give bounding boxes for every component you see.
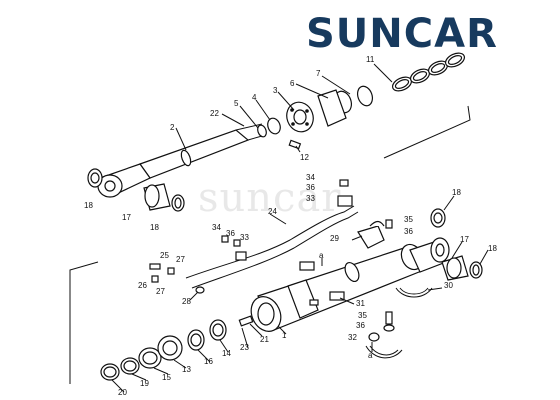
callout-6: 6 [290,79,295,88]
callout-32: 32 [348,333,357,342]
piston-assembly [286,85,374,133]
callout-7: 7 [316,69,321,78]
callout-35-lower: 35 [358,311,367,320]
callout-1: 1 [282,331,287,340]
u-bolt-clamps [365,287,433,359]
callout-25: 25 [160,251,169,260]
callout-22: 22 [210,109,219,118]
callout-18-upper: 18 [150,223,159,232]
callout-16: 16 [204,357,213,366]
seal-kit-lower [100,315,254,381]
callout-12: 12 [300,153,309,162]
callout-4: 4 [252,93,257,102]
small-fasteners [149,179,393,306]
subassembly-bracket-lines [69,105,471,384]
callout-3: 3 [273,86,278,95]
callout-27-upper: 27 [176,255,185,264]
callout-21: 21 [260,335,269,344]
cylinder-tube [250,237,450,332]
callout-34-left: 34 [212,223,221,232]
watermark-text: suncar [198,175,342,221]
callout-2: 2 [170,123,175,132]
callout-36-right: 36 [404,227,413,236]
callout-15: 15 [162,373,171,382]
callout-18-upper-left: 18 [84,201,93,210]
callout-28: 28 [182,297,191,306]
callout-17-upper: 17 [122,213,131,222]
callout-33-left: 33 [240,233,249,242]
callout-34-top: 34 [306,173,315,182]
callout-5: 5 [234,99,239,108]
hydraulic-pipe [185,195,359,289]
callout-33-top: 33 [306,194,315,203]
piston-rod [97,117,302,198]
callout-18-far-right: 18 [488,244,497,253]
callout-30: 30 [444,281,453,290]
pipe-clamp [357,220,385,249]
callout-20: 20 [118,388,127,397]
rod-end-bushing [87,168,185,212]
seal-ring-set [391,52,466,92]
callout-17-right: 17 [460,235,469,244]
callout-36-top: 36 [306,183,315,192]
callout-26: 26 [138,281,147,290]
callout-labels: 11 7 6 3 4 5 22 2 12 18 17 18 34 36 33 2… [84,55,497,397]
callout-13: 13 [182,365,191,374]
callout-a-upper: a [319,251,324,260]
callout-27-lower: 27 [156,287,165,296]
callout-11: 11 [366,55,375,64]
callout-14: 14 [222,349,231,358]
leader-lines [111,63,489,393]
callout-29: 29 [330,234,339,243]
brand-logo: SUNCAR [306,11,498,57]
callout-36-left: 36 [226,229,235,238]
callout-35-right: 35 [404,215,413,224]
callout-24: 24 [268,207,277,216]
callout-23: 23 [240,343,249,352]
head-end-bushing [430,208,483,281]
callout-36-lower: 36 [356,321,365,330]
callout-a-lower: a [368,351,373,360]
callout-18-right: 18 [452,188,461,197]
callout-31: 31 [356,299,365,308]
callout-19: 19 [140,379,149,388]
